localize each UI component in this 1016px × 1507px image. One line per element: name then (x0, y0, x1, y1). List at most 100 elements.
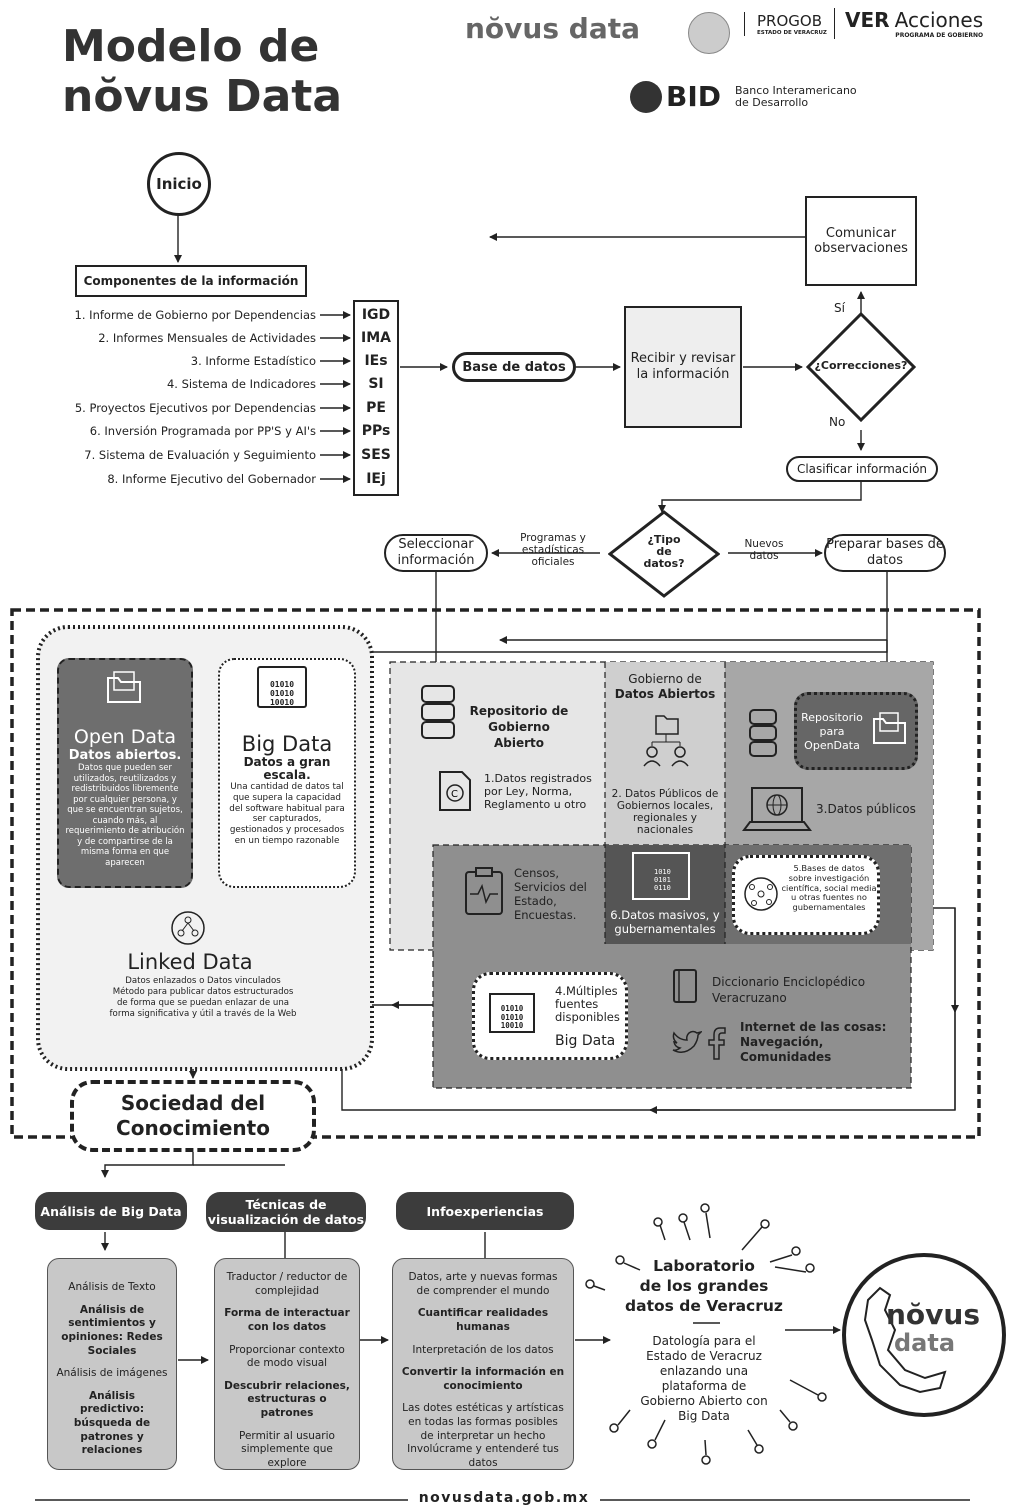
sociedad-node: Sociedad del Conocimiento (70, 1080, 316, 1152)
bid-name-line-2: de Desarrollo (735, 95, 809, 109)
col1-item: Análisis predictivo: búsqueda de patrone… (73, 1389, 151, 1457)
col2-panel: Traductor / reductor de complejidad Form… (214, 1258, 360, 1470)
big-data-sub: Datos a gran escala. (243, 755, 331, 782)
component-label-7: 7. Sistema de Evaluación y Seguimiento (84, 448, 316, 462)
col2-item: Permitir al usuario simplemente que expl… (239, 1429, 335, 1470)
book-icon-shape (673, 969, 697, 1003)
correcciones-diamond-shape (805, 311, 917, 423)
gobierno-title-2: Datos Abiertos (614, 687, 716, 701)
bid-shape-icon (630, 80, 662, 113)
big-data-title: Big Data (241, 732, 333, 756)
base-datos-label: Base de datos (462, 359, 566, 375)
component-code-8: IEj (366, 471, 386, 487)
open-data-desc: Datos que pueden ser utilizados, reutili… (65, 763, 185, 868)
title-line-2: nŏvus Data (62, 71, 343, 122)
componentes-box: Componentes de la información (75, 265, 307, 297)
col2-header: Técnicas de visualización de datos (206, 1192, 366, 1232)
linked-icon-shape (171, 911, 205, 945)
lab-desc: Datología para el Estado de Veracruz enl… (640, 1334, 768, 1423)
bid-logo: BID Banco Interamericano de Desarrollo (630, 80, 857, 113)
programas-label: Programas y estadísticas oficiales (520, 532, 586, 568)
folder-icon-2 (871, 709, 909, 747)
open-data-title: Open Data (73, 726, 177, 748)
datos-4-label: 4.Múltiples fuentes disponibles (555, 984, 620, 1024)
inicio-label: Inicio (156, 175, 202, 193)
repositorio-label: Repositorio de Gobierno Abierto (469, 704, 569, 750)
seleccionar-node: Seleccionar información (384, 534, 488, 572)
col1-header: Análisis de Big Data (35, 1192, 187, 1230)
nuevos-label: Nuevos datos (744, 538, 784, 562)
col3-panel: Datos, arte y nuevas formas de comprende… (392, 1258, 574, 1470)
component-code-4: SI (368, 376, 384, 392)
linked-icon (170, 910, 206, 946)
novus-logo-word-2: data (894, 1329, 956, 1357)
componentes-label: Componentes de la información (83, 274, 299, 288)
novus-logo-word-1: nŏvus (886, 1298, 981, 1331)
page-title: Modelo de nŏvus Data (62, 22, 342, 122)
laptop-globe-icon (742, 786, 812, 834)
component-code-2: IMA (361, 330, 391, 346)
preparar-node: Preparar bases de datos (824, 534, 946, 572)
tipo-label: ¿Tipo de datos? (643, 533, 685, 570)
col2-item: Forma de interactuar con los datos (224, 1307, 350, 1333)
col3-item: Las dotes estéticas y artísticas en toda… (402, 1402, 564, 1470)
bid-name: Banco Interamericano de Desarrollo (735, 84, 857, 109)
linked-data-desc: Datos enlazados o Datos vinculados Métod… (109, 976, 297, 1019)
acciones-label: Acciones (894, 8, 984, 32)
folder-icon (104, 670, 144, 706)
diccionario-label: Diccionario Enciclopédico Veracruzano (712, 975, 866, 1005)
component-label-6: 6. Inversión Programada por PP'S y AI's (89, 424, 316, 438)
si-label: Sí (834, 301, 845, 315)
ver-acciones-logo: VER Acciones PROGRAMA DE GOBIERNO (834, 8, 983, 39)
repo-opendata-label: Repositorio para OpenData (801, 711, 863, 752)
server-icon-shape (421, 685, 455, 739)
linked-data-title: Linked Data (127, 950, 253, 974)
progob-logo: PROGOB ESTADO DE VERACRUZ (744, 12, 827, 36)
clasificar-label: Clasificar información (796, 461, 928, 476)
facebook-f-shape (708, 1027, 726, 1060)
sociedad-label: Sociedad del Conocimiento (116, 1091, 270, 1140)
comunicar-box: Comunicar observaciones (805, 196, 917, 286)
component-label-4: 4. Sistema de Indicadores (166, 377, 316, 391)
open-data-sub: Datos abiertos. (68, 748, 182, 763)
datos-5-card: 5.Bases de datos sobre investigación cie… (732, 855, 880, 935)
col1-header-label: Análisis de Big Data (40, 1203, 182, 1219)
datos-2-label: 2. Datos Públicos de Gobiernos locales, … (611, 788, 719, 836)
comunicar-label: Comunicar observaciones (814, 226, 908, 256)
col3-item: Convertir la información en conocimiento (401, 1366, 565, 1392)
inicio-node: Inicio (147, 152, 211, 216)
datos-1-label: 1.Datos registrados por Ley, Norma, Regl… (484, 772, 592, 811)
repo-opendata-card: Repositorio para OpenData (794, 692, 918, 770)
component-code-5: PE (366, 400, 386, 416)
twitter-icon (670, 1030, 704, 1056)
clipboard-pulse-icon (464, 866, 504, 916)
preparar-label: Preparar bases de datos (826, 537, 944, 568)
bid-label: BID (666, 80, 722, 113)
copyright-doc-icon: C (438, 770, 472, 812)
no-label: No (829, 415, 846, 429)
col3-item: Interpretación de los datos (412, 1343, 554, 1356)
datos-6-label: 6.Datos masivos, y gubernamentales (610, 908, 720, 936)
col1-item: Análisis de imágenes (56, 1367, 168, 1380)
copyright-doc-shape: C (439, 771, 471, 811)
col2-header-label: Técnicas de visualización de datos (207, 1197, 365, 1227)
col2-item: Proporcionar contexto de modo visual (229, 1343, 345, 1370)
book-icon (672, 968, 698, 1004)
component-codes-box (353, 300, 399, 496)
component-label-2: 2. Informes Mensuales de Actividades (98, 331, 316, 345)
progob-label: PROGOB (757, 12, 822, 30)
server-icon-2 (748, 708, 778, 760)
tipo-diamond-shape (607, 510, 721, 598)
col2-item: Traductor / reductor de complejidad (226, 1271, 348, 1297)
gobierno-datos-title: Gobierno de Datos Abiertos (606, 672, 724, 702)
veracruz-seal-icon (688, 12, 730, 54)
correcciones-label: ¿Correcciones? (814, 359, 908, 372)
footer-url[interactable]: novusdata.gob.mx (418, 1490, 590, 1506)
col1-item: Análisis de sentimientos y opiniones: Re… (61, 1303, 163, 1357)
novus-logo: nŏvus data (465, 12, 640, 45)
datos-3-label: 3.Datos públicos (816, 802, 916, 816)
component-label-5: 5. Proyectos Ejecutivos por Dependencias (74, 401, 316, 415)
